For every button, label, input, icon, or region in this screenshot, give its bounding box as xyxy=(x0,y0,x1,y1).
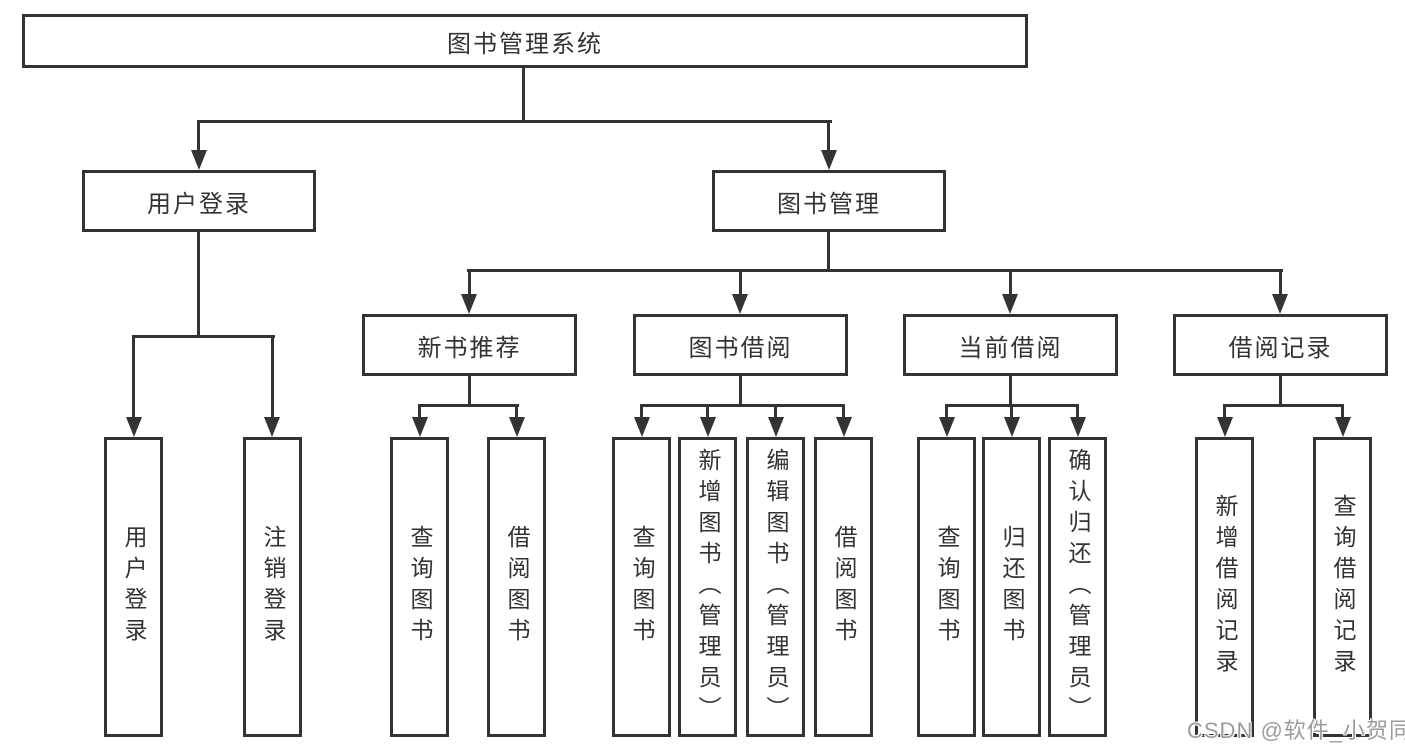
connector-arrowhead xyxy=(634,417,650,437)
connector-branch xyxy=(945,404,1079,407)
connector-shaft xyxy=(515,406,518,419)
connector-shaft xyxy=(640,406,643,419)
connector-arrowhead xyxy=(768,417,784,437)
leaf-user-login: 用户登录 xyxy=(104,437,163,737)
node-label: 新增借阅记录 xyxy=(1212,494,1238,680)
connector-arrowhead xyxy=(836,417,852,437)
node-label: 新书推荐 xyxy=(417,334,522,362)
node-label: 用户登录 xyxy=(121,525,147,649)
connector-arrowhead xyxy=(821,150,837,170)
connector-shaft xyxy=(827,122,830,152)
connector-shaft xyxy=(1076,406,1079,419)
connector-shaft xyxy=(1009,271,1012,295)
connector-shaft xyxy=(739,271,742,295)
node-label: 归还图书 xyxy=(999,525,1025,649)
node-label: 新增图书（管理员） xyxy=(695,447,721,727)
node-label: 当前借阅 xyxy=(958,334,1063,362)
node-label: 查询图书 xyxy=(407,525,433,649)
node-library-management-system: 图书管理系统 xyxy=(22,14,1028,68)
connector-branch xyxy=(418,404,519,407)
leaf-search-books-borrowing: 查询图书 xyxy=(612,437,671,737)
connector-shaft xyxy=(706,406,709,419)
connector-stem xyxy=(1009,375,1012,407)
node-book-management: 图书管理 xyxy=(712,170,946,232)
leaf-borrow-books: 借阅图书 xyxy=(814,437,873,737)
connector-arrowhead xyxy=(1272,294,1288,314)
connector-shaft xyxy=(468,271,471,295)
connector-shaft xyxy=(774,406,777,419)
connector-shaft xyxy=(1223,406,1226,419)
connector-stem xyxy=(197,231,200,338)
node-user-login: 用户登录 xyxy=(82,170,316,232)
leaf-add-borrow-record: 新增借阅记录 xyxy=(1195,437,1254,737)
connector-arrowhead xyxy=(1002,294,1018,314)
leaf-confirm-return-admin: 确认归还（管理员） xyxy=(1048,437,1107,737)
connector-root-stem xyxy=(522,67,525,120)
leaf-borrow-books-recommend: 借阅图书 xyxy=(487,437,546,737)
connector-arrowhead xyxy=(412,417,428,437)
connector-branch xyxy=(1223,404,1344,407)
leaf-return-books: 归还图书 xyxy=(982,437,1041,737)
connector-stem xyxy=(1279,375,1282,407)
node-label: 查询借阅记录 xyxy=(1330,494,1356,680)
leaf-search-books-recommend: 查询图书 xyxy=(390,437,449,737)
connector-shaft xyxy=(197,122,200,152)
node-label: 查询图书 xyxy=(629,525,655,649)
node-label: 图书管理 xyxy=(777,190,881,218)
connector-arrowhead xyxy=(461,294,477,314)
connector-branch xyxy=(132,335,275,338)
node-label: 借阅图书 xyxy=(504,525,530,649)
connector-stem xyxy=(827,231,830,272)
node-current-borrowing: 当前借阅 xyxy=(903,314,1118,376)
connector-branch xyxy=(640,404,845,407)
node-borrowing-records: 借阅记录 xyxy=(1173,314,1388,376)
connector-branch xyxy=(467,269,1283,272)
node-label: 借阅记录 xyxy=(1228,334,1333,362)
node-label: 确认归还（管理员） xyxy=(1065,447,1091,727)
node-label: 图书管理系统 xyxy=(447,30,603,58)
csdn-watermark: CSDN @软件_小贺同学 xyxy=(1187,718,1405,743)
connector-arrowhead xyxy=(509,417,525,437)
leaf-edit-books-admin: 编辑图书（管理员） xyxy=(746,437,805,737)
connector-shaft xyxy=(132,337,135,419)
connector-shaft xyxy=(1341,406,1344,419)
connector-arrowhead xyxy=(191,150,207,170)
node-label: 借阅图书 xyxy=(831,525,857,649)
connector-arrowhead xyxy=(126,417,142,437)
connector-arrowhead xyxy=(1335,417,1351,437)
node-new-book-recommendation: 新书推荐 xyxy=(362,314,577,376)
connector-arrowhead xyxy=(1217,417,1233,437)
connector-arrowhead xyxy=(1070,417,1086,437)
connector-shaft xyxy=(842,406,845,419)
connector-arrowhead xyxy=(700,417,716,437)
leaf-search-books-current: 查询图书 xyxy=(917,437,976,737)
connector-arrowhead xyxy=(732,294,748,314)
connector-arrowhead xyxy=(1004,417,1020,437)
connector-shaft xyxy=(945,406,948,419)
leaf-logout: 注销登录 xyxy=(243,437,302,737)
leaf-search-borrow-record: 查询借阅记录 xyxy=(1313,437,1372,737)
node-label: 用户登录 xyxy=(147,190,251,218)
connector-root-branch xyxy=(197,120,832,123)
node-label: 编辑图书（管理员） xyxy=(763,447,789,727)
connector-arrowhead xyxy=(939,417,955,437)
connector-shaft xyxy=(418,406,421,419)
connector-stem xyxy=(468,375,471,407)
node-book-borrowing: 图书借阅 xyxy=(633,314,848,376)
node-label: 图书借阅 xyxy=(688,334,793,362)
connector-shaft xyxy=(1010,406,1013,419)
leaf-add-books-admin: 新增图书（管理员） xyxy=(678,437,737,737)
connector-shaft xyxy=(1279,271,1282,295)
node-label: 注销登录 xyxy=(260,525,286,649)
connector-arrowhead xyxy=(264,417,280,437)
connector-shaft xyxy=(271,337,274,419)
connector-stem xyxy=(739,375,742,407)
node-label: 查询图书 xyxy=(934,525,960,649)
